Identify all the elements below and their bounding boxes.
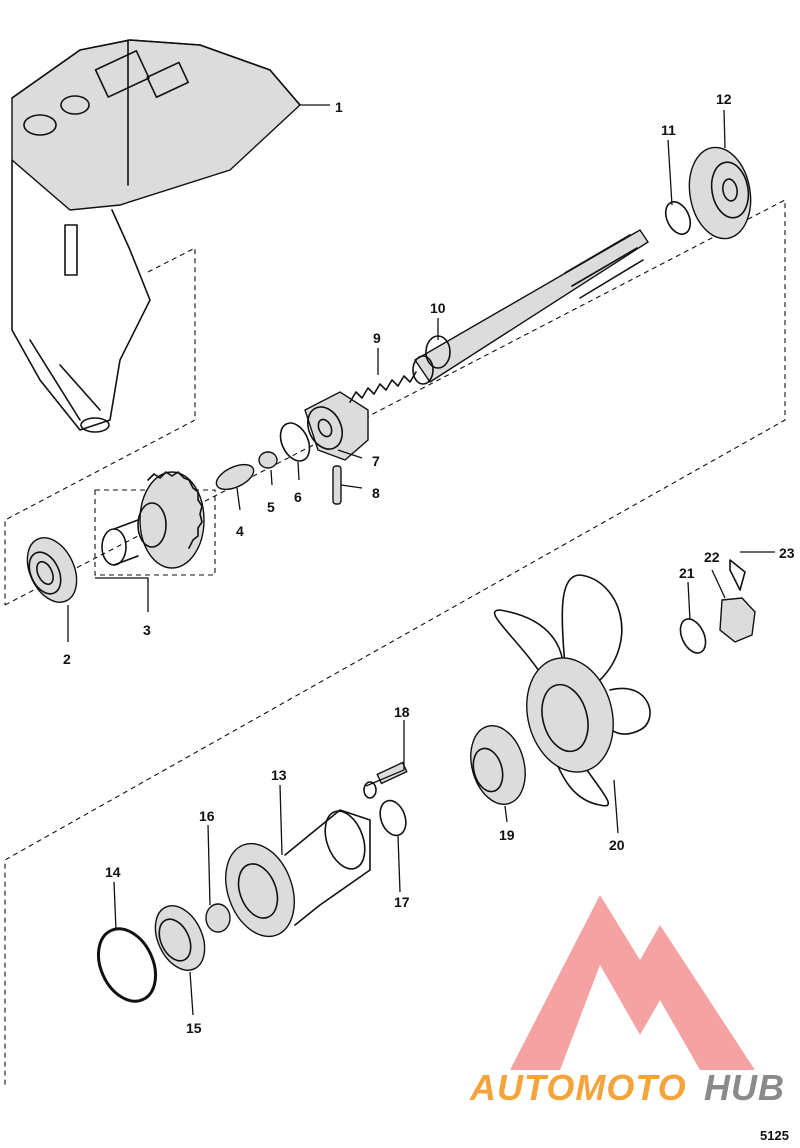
clutch [304,391,369,461]
carrier-bearing [154,905,206,971]
thrust-hub [470,725,526,805]
callout-16: 16 [199,808,215,824]
needle-bearing [205,903,231,933]
figure-number: 5125 [760,1128,789,1143]
callout-3: 3 [143,622,151,638]
cotter-pin [729,559,746,591]
cross-pin-retainer [279,422,311,462]
spring [349,371,417,403]
callout-17: 17 [394,894,410,910]
callout-18: 18 [394,704,410,720]
callout-7: 7 [372,453,380,469]
callout-21: 21 [679,565,695,581]
callout-12: 12 [716,91,732,107]
reverse-gear [688,146,752,240]
leader-lines [67,104,775,1016]
seal-washer [379,799,407,837]
bearing [26,537,78,603]
alignment-lines [4,199,786,1085]
screw-and-washer [363,761,408,799]
tab-washer [679,618,707,654]
callout-5: 5 [267,499,275,515]
callout-23: 23 [779,545,795,561]
callout-15: 15 [186,1020,202,1036]
callout-14: 14 [105,864,121,880]
callout-1: 1 [335,99,343,115]
callout-22: 22 [704,549,720,565]
callout-11: 11 [661,122,676,138]
o-ring [96,927,158,1003]
propeller-shaft [412,229,649,385]
watermark-logo [510,895,755,1070]
bearing-carrier [225,809,371,938]
callout-19: 19 [499,827,515,843]
callout-4: 4 [236,523,244,539]
callout-6: 6 [294,489,302,505]
propeller-nut [719,597,756,643]
gear-housing [11,39,301,433]
watermark-text-primary: AUTOMOTO [469,1067,687,1108]
cam-follower [215,463,255,491]
callout-20: 20 [609,837,625,853]
watermark-text-secondary: HUB [704,1067,785,1108]
callout-10: 10 [430,300,446,316]
callout-8: 8 [372,485,380,501]
forward-gear [94,471,216,576]
cross-pin [332,465,342,505]
callout-9: 9 [373,330,381,346]
callout-2: 2 [63,651,71,667]
thrust-washer [664,201,692,235]
propeller [493,574,651,807]
callout-labels: 1 2 3 4 5 6 7 8 9 10 11 12 13 14 15 16 1… [63,91,795,1036]
slide [258,451,278,469]
callout-13: 13 [271,767,287,783]
